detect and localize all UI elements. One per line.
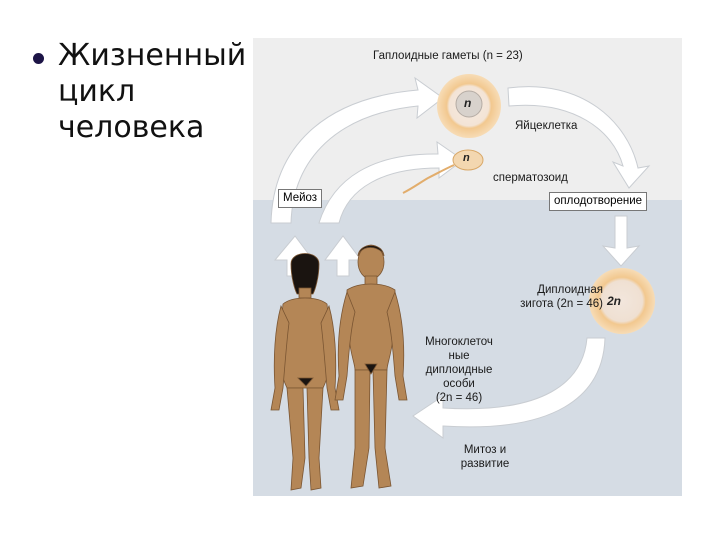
life-cycle-diagram: Гаплоидные гаметы (n = 23) n Яйцеклетка …	[253, 38, 682, 496]
diagram-graphics	[253, 38, 682, 496]
egg-to-fertilization-arrow	[507, 86, 651, 189]
sperm-tail	[402, 164, 455, 194]
male-figure	[334, 244, 408, 489]
egg-ploidy-label: n	[464, 96, 472, 110]
title-line-3: человека	[58, 110, 205, 145]
mitosis-label: Митоз и развитие	[440, 443, 530, 471]
egg-label: Яйцеклетка	[515, 120, 578, 132]
up-arrow-right	[324, 235, 362, 277]
mitosis-label-line-2: развитие	[460, 458, 510, 470]
fertilization-label: оплодотворение	[549, 192, 648, 211]
title-line-1: Жизненный	[58, 38, 247, 73]
bullet-point	[33, 53, 44, 64]
organisms-label-line-4: особи	[443, 378, 475, 390]
meiosis-label: Мейоз	[278, 189, 323, 208]
organisms-label-line-1: Многоклеточ	[425, 336, 493, 348]
sperm-label: сперматозоид	[493, 172, 568, 184]
fertilization-to-zygote-arrow	[601, 215, 641, 267]
zygote-to-organisms-arrow	[412, 337, 606, 439]
organisms-label-line-3: диплоидные	[425, 364, 493, 376]
zygote-ploidy-label: 2n	[607, 294, 622, 308]
zygote-cell	[589, 268, 655, 334]
zygote-label: Диплоидная зигота (2n = 46)	[493, 283, 603, 311]
female-figure	[270, 253, 340, 491]
zygote-label-line-1: Диплоидная	[537, 284, 603, 296]
mitosis-label-line-1: Митоз и	[463, 444, 507, 456]
organisms-label-line-5: (2n = 46)	[435, 392, 483, 404]
organisms-label: Многоклеточ ные диплоидные особи (2n = 4…	[409, 335, 509, 405]
cycle-arrows	[270, 76, 651, 439]
gametes-label: Гаплоидные гаметы (n = 23)	[373, 50, 523, 62]
egg-nucleus	[455, 90, 483, 118]
sperm-ploidy-label: n	[463, 152, 470, 164]
organisms-label-line-2: ные	[448, 350, 470, 362]
title-line-2: цикл	[58, 74, 136, 109]
zygote-label-line-2: зигота (2n = 46)	[520, 298, 603, 310]
sperm-head	[452, 149, 484, 171]
slide-title: Жизненный цикл человека	[58, 38, 248, 146]
